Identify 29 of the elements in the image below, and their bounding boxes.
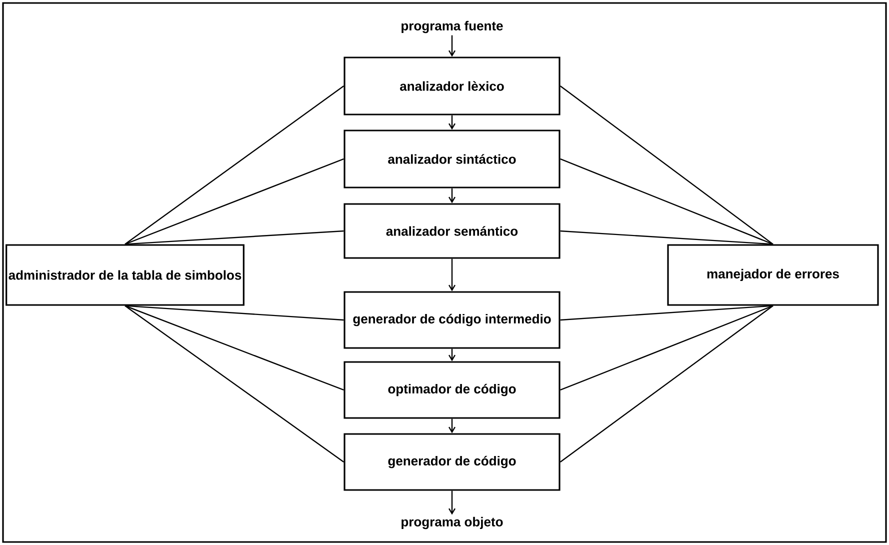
connector-line bbox=[124, 86, 344, 245]
connector-line bbox=[124, 158, 344, 245]
process-box: analizador semántico bbox=[344, 203, 560, 259]
connector-line bbox=[560, 86, 774, 245]
connector-line bbox=[560, 230, 774, 245]
flow-label: programa objeto bbox=[402, 516, 503, 530]
process-box: analizador sintáctico bbox=[344, 130, 560, 188]
connector-line bbox=[124, 305, 344, 462]
arrow bbox=[448, 490, 456, 515]
process-box: administrador de la tabla de simbolos bbox=[6, 244, 244, 306]
process-box: optimador de código bbox=[344, 361, 560, 419]
process-box: analizador lèxico bbox=[344, 56, 560, 116]
connector-line bbox=[124, 305, 344, 321]
connector-line bbox=[124, 230, 344, 245]
process-box: manejador de errores bbox=[667, 244, 879, 306]
arrow bbox=[448, 115, 456, 130]
process-box: generador de código bbox=[344, 433, 560, 491]
arrow bbox=[448, 188, 456, 204]
connector-line bbox=[560, 305, 774, 391]
process-box: generador de código intermedio bbox=[344, 291, 560, 349]
connector-line bbox=[560, 305, 774, 321]
connector-line bbox=[124, 305, 344, 391]
arrow bbox=[448, 258, 456, 292]
flow-label: programa fuente bbox=[402, 20, 503, 34]
connector-line bbox=[560, 305, 774, 462]
arrow bbox=[448, 35, 456, 57]
arrow bbox=[448, 418, 456, 434]
arrow bbox=[448, 348, 456, 362]
connector-line bbox=[560, 158, 774, 245]
